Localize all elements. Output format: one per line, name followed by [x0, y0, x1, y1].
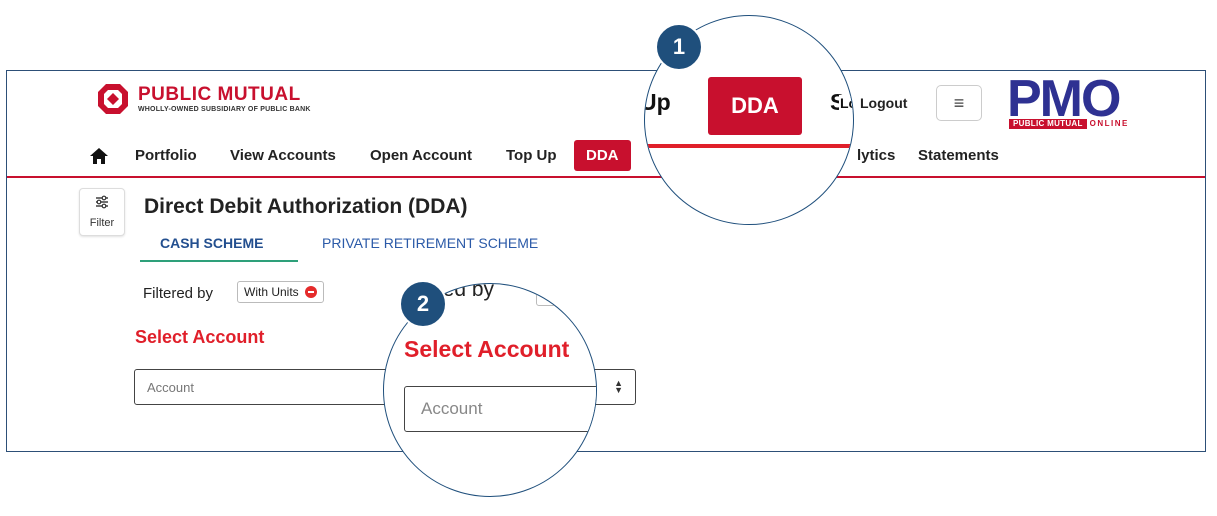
active-tab-underline — [140, 260, 298, 262]
nav-item-open-account[interactable]: Open Account — [370, 147, 472, 164]
hamburger-icon: ≡ — [953, 92, 965, 113]
nav-item-portfolio[interactable]: Portfolio — [135, 147, 197, 164]
select-arrows-icon: ▲▼ — [614, 378, 623, 395]
filter-chip-with-units[interactable]: With Units — [237, 281, 324, 303]
public-mutual-logo[interactable]: PUBLIC MUTUAL WHOLLY-OWNED SUBSIDIARY OF… — [97, 81, 311, 117]
pmo-letters: PMO — [1007, 70, 1121, 128]
magnified-filter-chip — [536, 284, 596, 306]
nav-item-analytics[interactable]: lytics — [857, 147, 896, 164]
brand-name: PUBLIC MUTUAL — [138, 83, 301, 105]
brand-tagline: WHOLLY-OWNED SUBSIDIARY OF PUBLIC BANK — [138, 105, 311, 113]
nav-item-top-up[interactable]: Top Up — [506, 147, 557, 164]
magnified-dda-button: DDA — [708, 77, 802, 135]
nav-item-dda[interactable]: DDA — [574, 140, 631, 171]
pmo-tag-public-mutual: PUBLIC MUTUAL — [1009, 119, 1087, 129]
public-mutual-logo-icon — [97, 83, 129, 115]
app-window: PUBLIC MUTUAL WHOLLY-OWNED SUBSIDIARY OF… — [6, 70, 1206, 452]
page-title: Direct Debit Authorization (DDA) — [144, 195, 468, 218]
sliders-icon — [95, 195, 109, 214]
tab-cash-scheme[interactable]: CASH SCHEME — [160, 235, 264, 251]
step-badge-1: 1 — [655, 23, 703, 71]
remove-filter-icon[interactable] — [304, 286, 317, 298]
nav-divider — [7, 176, 1205, 178]
magnified-account-placeholder: Account — [421, 399, 483, 418]
filter-chip-label: With Units — [244, 285, 299, 299]
select-account-heading: Select Account — [135, 327, 265, 347]
nav-item-view-accounts[interactable]: View Accounts — [230, 147, 336, 164]
menu-button[interactable]: ≡ — [936, 85, 982, 121]
magnified-account-select: Account — [404, 386, 596, 432]
pmo-logo: PMO PUBLIC MUTUAL ONLINE — [1007, 70, 1147, 129]
account-select-placeholder: Account — [147, 379, 194, 395]
filtered-by-label: Filtered by — [143, 285, 214, 302]
pmo-tag-online: ONLINE — [1089, 119, 1129, 128]
tab-private-retirement-scheme[interactable]: PRIVATE RETIREMENT SCHEME — [322, 235, 539, 251]
home-icon[interactable] — [89, 146, 109, 166]
magnified-nav-divider — [645, 144, 853, 148]
filter-label: Filter — [89, 217, 115, 229]
magnified-logout-text: Logout — [839, 95, 853, 111]
filter-button[interactable]: Filter — [79, 188, 125, 236]
step-badge-2: 2 — [399, 280, 447, 328]
nav-item-statements[interactable]: Statements — [918, 147, 999, 164]
magnified-top-up-text: Up — [645, 89, 671, 115]
logout-link[interactable]: Logout — [860, 95, 908, 111]
main-nav: Portfolio View Accounts Open Account Top… — [7, 135, 1205, 175]
magnified-select-account-heading: Select Account — [404, 336, 570, 362]
